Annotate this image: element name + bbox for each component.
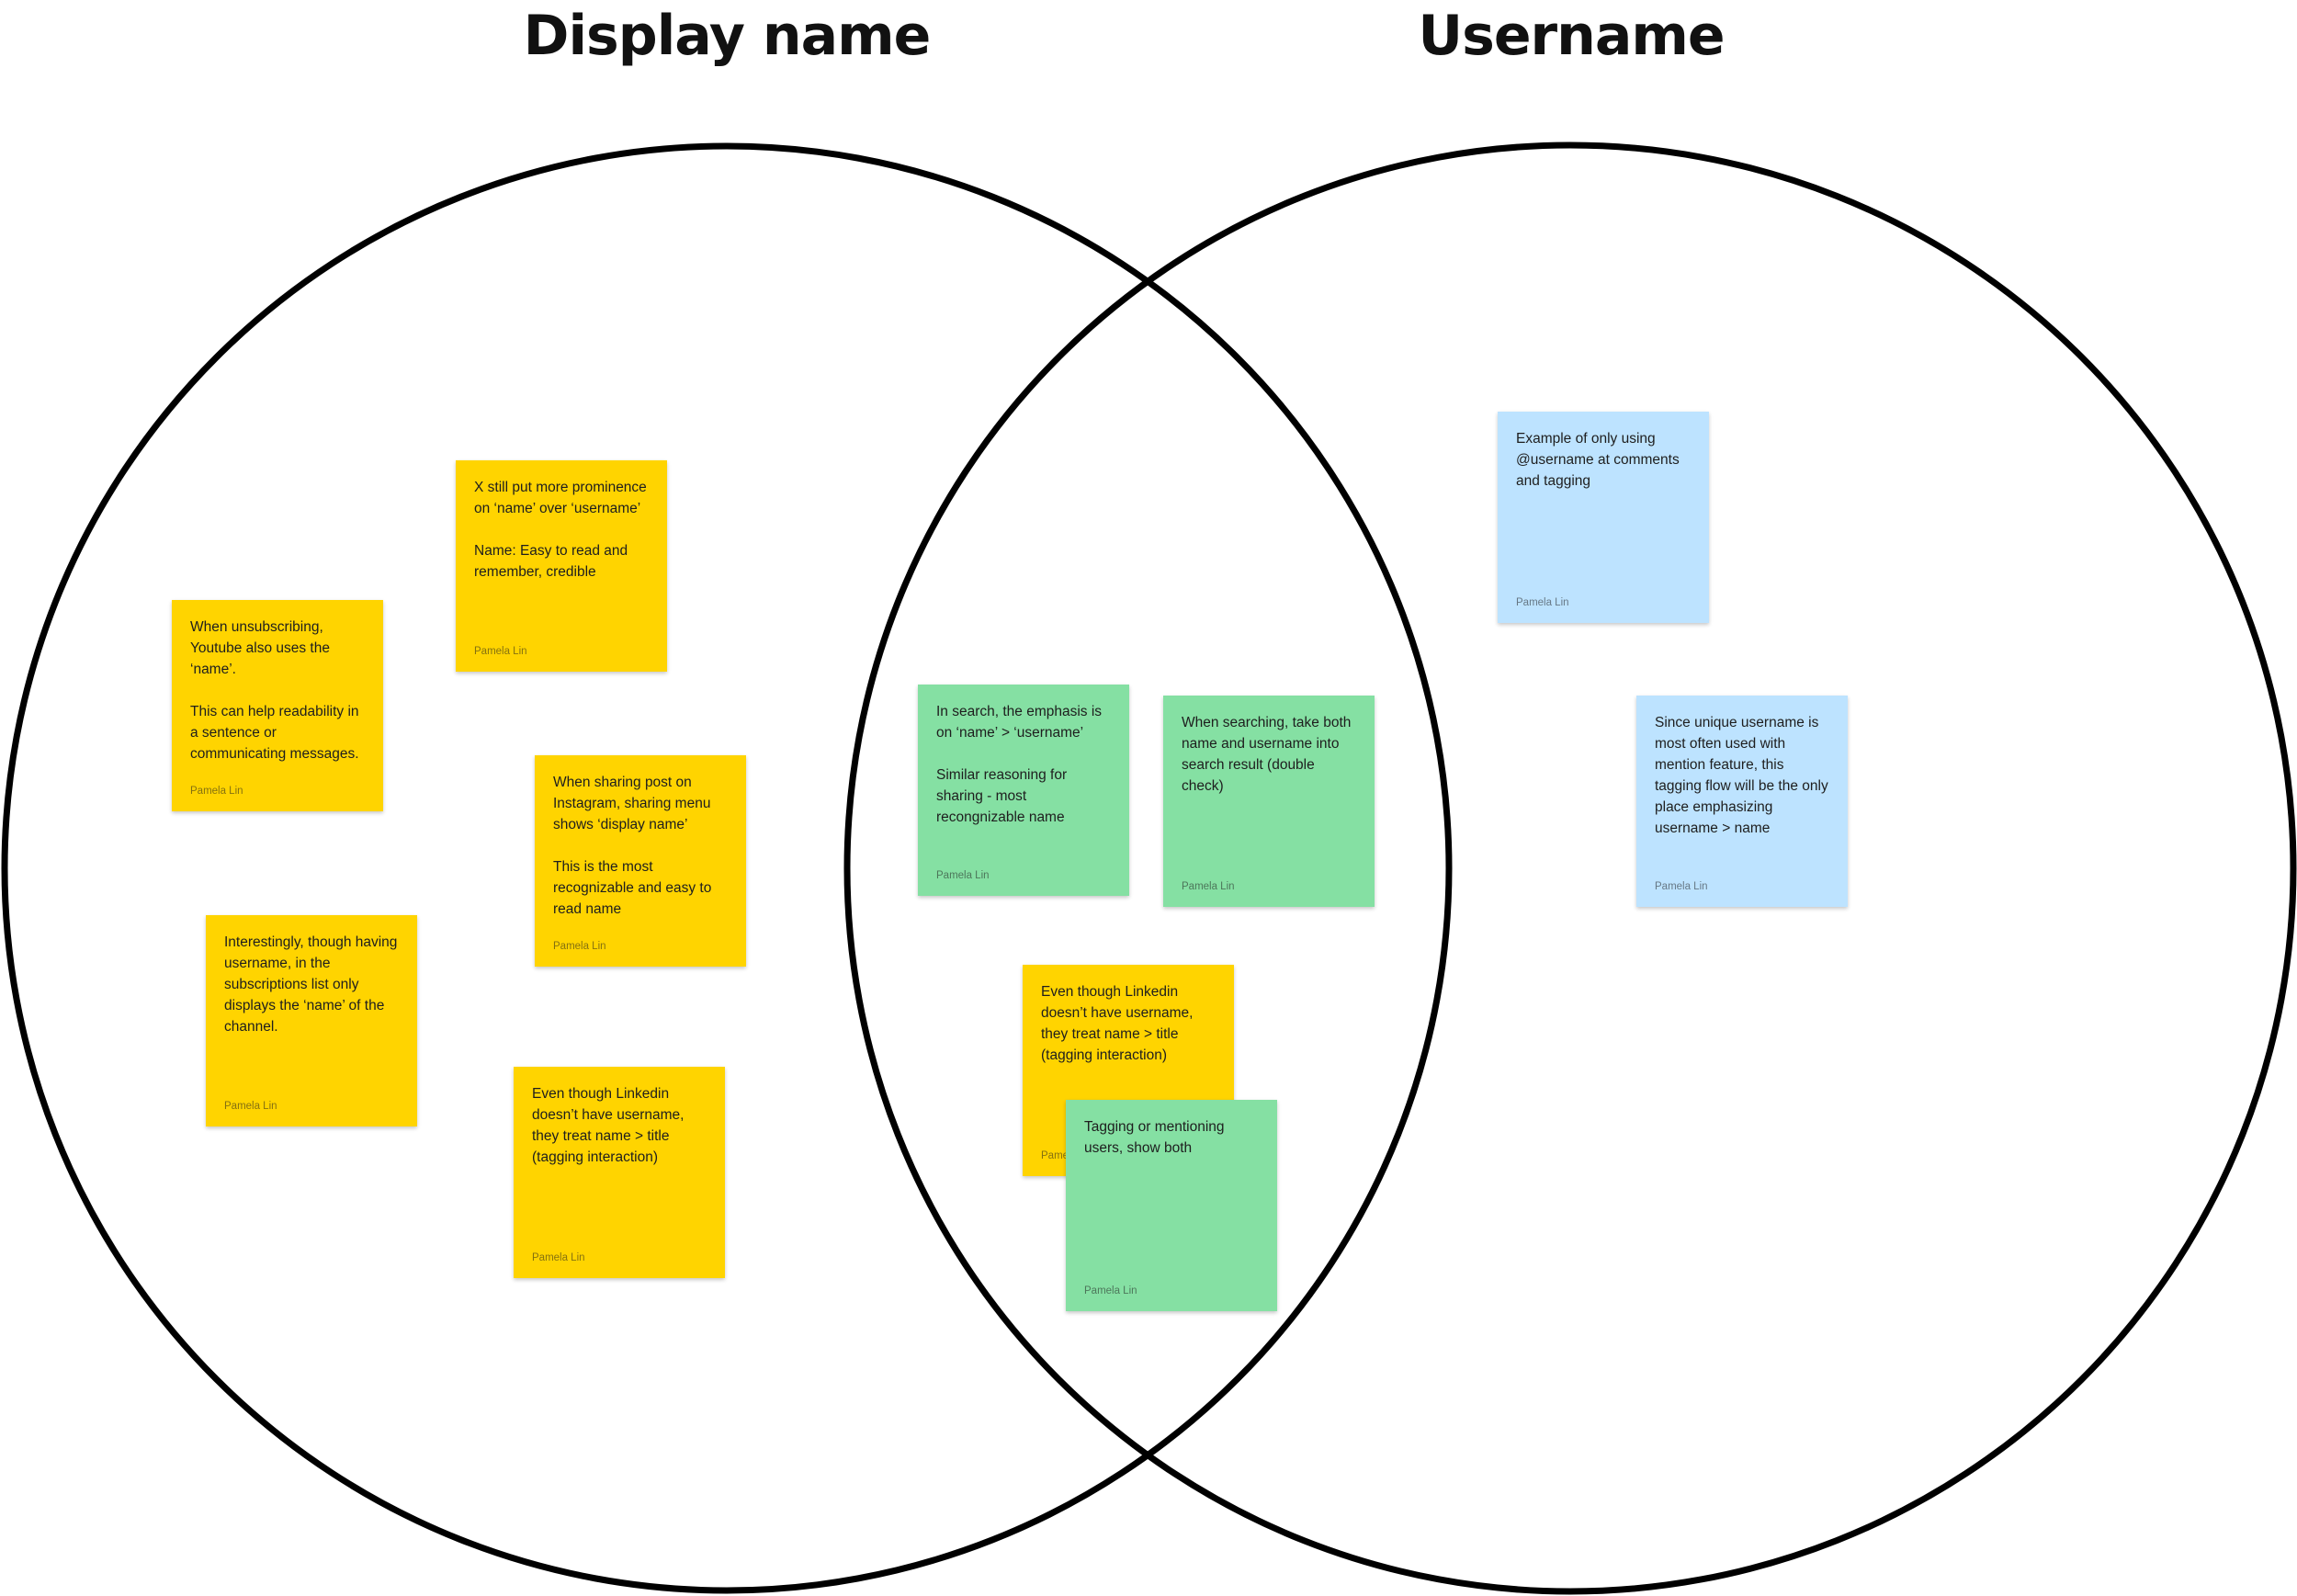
username-heading: Username: [1418, 4, 1725, 68]
sticky-note-mention-feature[interactable]: Since unique username is most often used…: [1636, 696, 1848, 907]
sticky-note-author: Pamela Lin: [1182, 881, 1235, 892]
sticky-note-author: Pamela Lin: [936, 870, 990, 881]
sticky-note-text: Even though Linkedin doesn’t have userna…: [532, 1086, 685, 1165]
display-name-heading: Display name: [523, 4, 932, 68]
sticky-note-linkedin-tagging[interactable]: Even though Linkedin doesn’t have userna…: [514, 1067, 725, 1278]
sticky-note-text: When sharing post on Instagram, sharing …: [553, 775, 712, 917]
sticky-note-text: When unsubscribing, Youtube also uses th…: [190, 619, 359, 762]
sticky-note-text: Interestingly, though having username, i…: [224, 934, 398, 1035]
sticky-note-text: Even though Linkedin doesn’t have userna…: [1041, 984, 1194, 1063]
sticky-note-author: Pamela Lin: [532, 1252, 585, 1263]
sticky-note-author: Pamela Lin: [224, 1101, 277, 1112]
sticky-note-author: Pamela Lin: [474, 646, 527, 657]
sticky-note-author: Pamela Lin: [1655, 881, 1708, 892]
sticky-note-author: Pamela Lin: [190, 786, 243, 797]
sticky-note-text: Example of only using @username at comme…: [1516, 431, 1680, 489]
sticky-note-text: Since unique username is most often used…: [1655, 715, 1828, 836]
sticky-note-text: X still put more prominence on ‘name’ ov…: [474, 480, 647, 580]
sticky-note-author: Pamela Lin: [1516, 597, 1569, 608]
sticky-note-author: Pamela Lin: [1084, 1285, 1137, 1296]
sticky-note-text: Tagging or mentioning users, show both: [1084, 1119, 1225, 1156]
sticky-note-instagram-sharing[interactable]: When sharing post on Instagram, sharing …: [535, 755, 746, 967]
sticky-note-search-emphasis[interactable]: In search, the emphasis is on ‘name’ > ‘…: [918, 685, 1129, 896]
sticky-note-x-prominence[interactable]: X still put more prominence on ‘name’ ov…: [456, 460, 667, 672]
sticky-note-text: In search, the emphasis is on ‘name’ > ‘…: [936, 704, 1103, 825]
display-name-circle: [1, 142, 1453, 1594]
sticky-note-search-both[interactable]: When searching, take both name and usern…: [1163, 696, 1375, 907]
sticky-note-text: When searching, take both name and usern…: [1182, 715, 1352, 794]
sticky-note-author: Pamela Lin: [553, 941, 606, 952]
sticky-note-subscriptions-list[interactable]: Interestingly, though having username, i…: [206, 915, 417, 1126]
sticky-note-username-comments[interactable]: Example of only using @username at comme…: [1498, 412, 1709, 623]
sticky-note-tagging-show-both[interactable]: Tagging or mentioning users, show both P…: [1066, 1100, 1277, 1311]
username-circle: [843, 141, 2297, 1595]
sticky-note-youtube-unsubscribe[interactable]: When unsubscribing, Youtube also uses th…: [172, 600, 383, 811]
